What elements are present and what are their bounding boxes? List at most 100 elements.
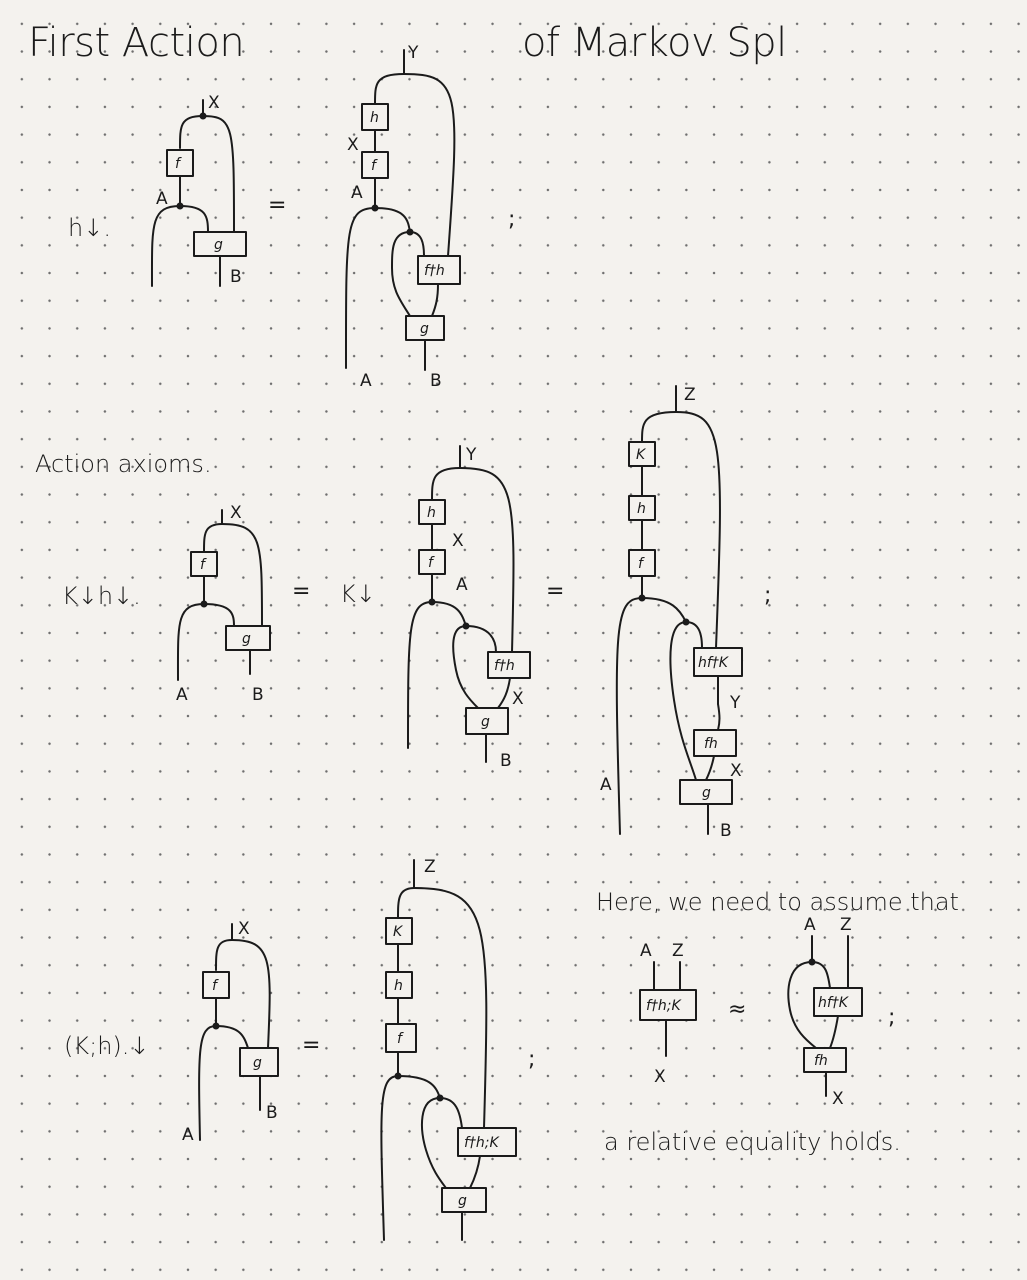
box-f-dagger-h-label: f†h: [424, 263, 445, 279]
box-f: [202, 971, 230, 999]
copy-node: [462, 622, 470, 630]
wire: [685, 621, 703, 649]
wire: [675, 411, 721, 649]
box-f: [166, 149, 194, 177]
label-x: X: [238, 919, 250, 939]
copy-node: [808, 958, 816, 966]
label-a: A: [456, 575, 468, 595]
separator-semicolon: ;: [528, 1047, 535, 1072]
box-h: [628, 495, 656, 521]
equals-sign: =: [302, 1033, 320, 1058]
wire: [374, 73, 405, 105]
label-a: A: [804, 915, 816, 935]
assumption-footer: a relative equality holds.: [604, 1128, 901, 1156]
wire: [221, 523, 263, 627]
wire: [615, 597, 643, 835]
box-g: [441, 1187, 487, 1213]
box-g: [193, 231, 247, 257]
wire: [391, 231, 411, 317]
box-f-label: f: [212, 978, 219, 994]
wire: [397, 1075, 441, 1099]
box-g: [239, 1047, 279, 1077]
wire: [407, 601, 433, 749]
box-g-label: g: [481, 714, 490, 730]
label-x-right: X: [512, 689, 524, 709]
box-h-label: h: [370, 110, 379, 126]
assumption-text: Here, we need to assume that: [596, 888, 959, 916]
section1-operator: h↓.: [68, 214, 111, 242]
box-hf-dagger-k: [813, 987, 863, 1017]
wire: [641, 411, 677, 443]
wire: [431, 467, 461, 501]
box-f-label: f: [371, 158, 378, 174]
label-b: B: [252, 685, 264, 705]
box-f-dagger-hk-label: f†h;K: [646, 998, 683, 1014]
box-h-label: h: [427, 505, 436, 521]
label-y: Y: [465, 445, 477, 465]
wire: [397, 887, 415, 919]
section3-operator: (K;h).↓: [64, 1032, 150, 1060]
wire: [179, 115, 204, 149]
separator-semicolon: ;: [764, 583, 771, 608]
label-b: B: [266, 1103, 278, 1123]
s1-rhs-diagram: h f f†h g Y X A A B: [344, 43, 461, 391]
equals-sign: =: [292, 579, 310, 604]
box-f: [385, 1023, 417, 1053]
box-hf-dagger-k-label: hf†K: [818, 995, 850, 1011]
box-g-label: g: [420, 321, 429, 337]
s2-mid-diagram: h f f†h g Y X A X B: [407, 445, 531, 771]
section2-operator-lhs: K↓h↓.: [62, 582, 141, 610]
label-z: Z: [684, 385, 696, 405]
wire: [829, 1015, 839, 1049]
box-f: [418, 549, 446, 575]
box-g-label: g: [214, 237, 223, 253]
box-g: [225, 625, 271, 651]
wire: [179, 205, 209, 233]
label-x: X: [452, 531, 464, 551]
box-fh-label: fh: [814, 1053, 828, 1069]
wire: [150, 205, 181, 287]
label-a: A: [176, 685, 188, 705]
s3-rhs-diagram: K h f f†h;K g Z: [380, 857, 517, 1241]
box-fh: [693, 729, 737, 757]
box-f-label: f: [397, 1031, 404, 1047]
box-f-dagger-h: [487, 651, 531, 679]
label-z: Z: [424, 857, 436, 877]
title-of-markov-split: of Markov Spl: [522, 20, 787, 66]
box-f: [361, 151, 389, 179]
copy-node: [212, 1022, 220, 1030]
s1-lhs-diagram: f g X A B: [150, 93, 247, 287]
wire: [403, 73, 456, 257]
assumption-right-diagram: hf†K fh A Z X: [787, 915, 863, 1109]
wire: [459, 467, 515, 653]
label-x: X: [230, 503, 242, 523]
label-y: Y: [729, 693, 741, 713]
wire: [380, 1075, 399, 1241]
box-hf-dagger-k: [693, 647, 743, 677]
section2-operator-mid: K↓: [340, 580, 376, 608]
box-h-label: h: [394, 978, 403, 994]
copy-node: [428, 598, 436, 606]
title-first-action: First Action: [28, 20, 245, 66]
box-f-label: f: [638, 556, 645, 572]
approx-sign: ≈: [728, 997, 746, 1022]
wire: [439, 1097, 463, 1129]
wire: [344, 207, 376, 369]
wire: [705, 755, 715, 781]
box-f-dagger-hk: [639, 989, 697, 1021]
box-hf-dagger-k-label: hf†K: [698, 655, 730, 671]
label-a: A: [640, 941, 652, 961]
wire: [202, 115, 235, 233]
label-a: A: [182, 1125, 194, 1145]
wire: [215, 939, 233, 971]
separator-semicolon: ;: [888, 1005, 895, 1030]
box-g-label: g: [458, 1193, 467, 1209]
box-k: [628, 441, 656, 467]
copy-node: [638, 594, 646, 602]
wire: [465, 625, 497, 653]
label-a: A: [600, 775, 612, 795]
label-b-bottom: B: [430, 371, 442, 391]
box-k-label: K: [636, 447, 647, 463]
s2-lhs-diagram: f g X A B: [176, 503, 271, 705]
